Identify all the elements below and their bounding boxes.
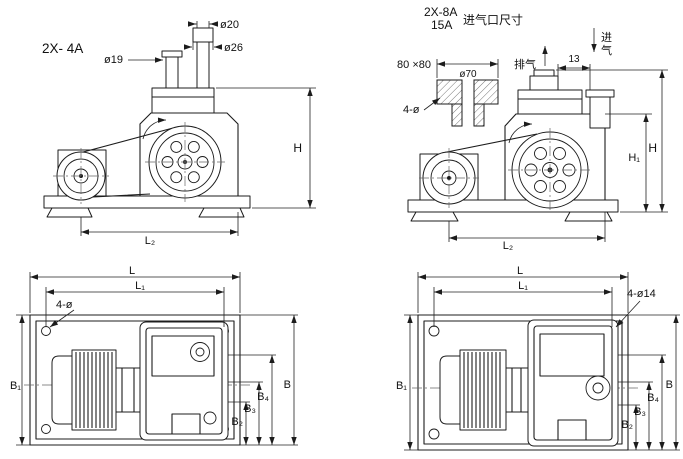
view-top-2x4a: L L₁ 4-ø B₁ B₂ B₃ B₄ B [10,265,298,446]
mount-hole [41,326,51,336]
dim-label-H: H [293,141,302,155]
dim-label-B2: B₂ [621,419,633,431]
pump-structure-2 [407,69,619,222]
dim-label-B2: B₂ [231,416,243,428]
dim-label-d20: ø20 [220,19,239,31]
dim-label-H1: H₁ [628,152,640,164]
dim-label-B3: B₃ [634,406,646,418]
dim-label-B3: B₃ [244,403,256,415]
coupling [115,367,141,413]
view-top-2x8a15a: L L₁ 4-ø14 B₁ B₂ B₃ B₄ B [396,265,680,451]
dim-label-d26: ø26 [224,42,243,54]
base-plate-outline [417,314,629,451]
dim-lines-d20 [188,21,218,28]
motor-pulley [419,148,479,208]
dim-ext-L [417,272,629,313]
intake-elbow [585,89,615,129]
dim-label-L1: L₁ [518,280,528,292]
dim-label-d70: ø70 [459,69,477,80]
exhaust-valve [529,69,559,91]
body-tab [557,419,587,441]
dim-label-L: L [517,265,523,277]
mount-hole [428,428,440,440]
body-tab [171,413,201,435]
large-pulley [145,122,225,202]
model-label-2x4a: 2X- 4A [42,41,83,56]
motor-fins [75,352,113,428]
mount-hole [41,424,51,434]
pump-body-top-view [527,319,619,447]
plate-and-machine [24,314,252,446]
leader-4holes [615,300,641,328]
dim-label-13: 13 [568,54,580,65]
base-plate-outline [29,314,241,446]
dim-label-L2: L₂ [503,240,513,252]
dim-label-L1: L₁ [135,280,145,292]
dim-ext-H [216,87,316,209]
base-plate-inner [35,320,235,440]
leader-4holes [49,309,75,328]
oil-separator [151,87,215,114]
dim-ext-B [240,314,298,446]
plate-and-machine [412,314,640,451]
model-label-bottom: 15A [431,18,452,32]
dim-label-B4: B₄ [257,391,269,403]
intake-label-1: 进 [601,31,612,44]
dim-label-B: B [666,379,673,391]
dim-ext-d26 [192,42,214,50]
dim-ext-B [628,314,680,451]
large-pulley [508,128,592,212]
inlet-flange-detail [423,59,499,127]
small-port [203,411,217,425]
leader-4holes [423,97,441,111]
rotation-arrow [508,121,533,144]
base-plate-inner [423,320,623,445]
dim-label-d19: ø19 [104,54,123,66]
inlet-subtitle: 进气口尺寸 [463,12,523,27]
pump-body [139,112,239,197]
exhaust-label: 排气 [514,57,536,71]
coupling [505,367,529,413]
dimensions-top-2x8a15a [404,272,680,451]
dim-label-H: H [648,141,657,155]
pump-body-top-view [139,321,229,441]
base-feet [46,207,245,218]
model-label-top: 2X-8A [424,5,457,19]
dim-label-4holes: 4-ø [403,104,420,116]
dim-label-4holes: 4-ø14 [627,288,656,300]
rotation-arrow [142,117,167,140]
pump-structure [43,27,251,218]
oil-separator [517,89,583,115]
motor-fins [463,352,501,428]
inlet-pipe [161,50,183,89]
motor-top-view [51,349,141,431]
motor-top-view [439,349,529,431]
intake-label-2: 气 [601,43,612,57]
dim-label-4holes: 4-ø [56,299,73,311]
dimensions-2x8a15a [448,28,668,242]
dim-label-L: L [129,265,135,277]
view-side-2x4a: 2X- 4A ø19 ø20 ø26 H L₂ [42,19,316,247]
dim-label-B1: B₁ [10,380,21,392]
dim-label-B4: B₄ [647,392,659,404]
dim-label-80x80: 80 ×80 [397,59,431,71]
view-side-2x8a15a: 2X-8A 15A 进气口尺寸 80 ×80 ø70 4-ø 排气 13 进 气… [397,5,668,252]
dimensions-2x4a [80,21,316,236]
exhaust-pipe [192,27,214,89]
drive-belt [71,127,174,198]
drive-belt [441,133,538,154]
dim-label-B1: B₁ [396,380,407,392]
dim-label-B: B [284,379,291,391]
base-feet [410,211,613,222]
dimensions-top-2x4a [16,272,298,446]
mount-hole [428,325,440,337]
dim-label-L2: L₂ [145,235,155,247]
motor-pulley [53,148,109,204]
